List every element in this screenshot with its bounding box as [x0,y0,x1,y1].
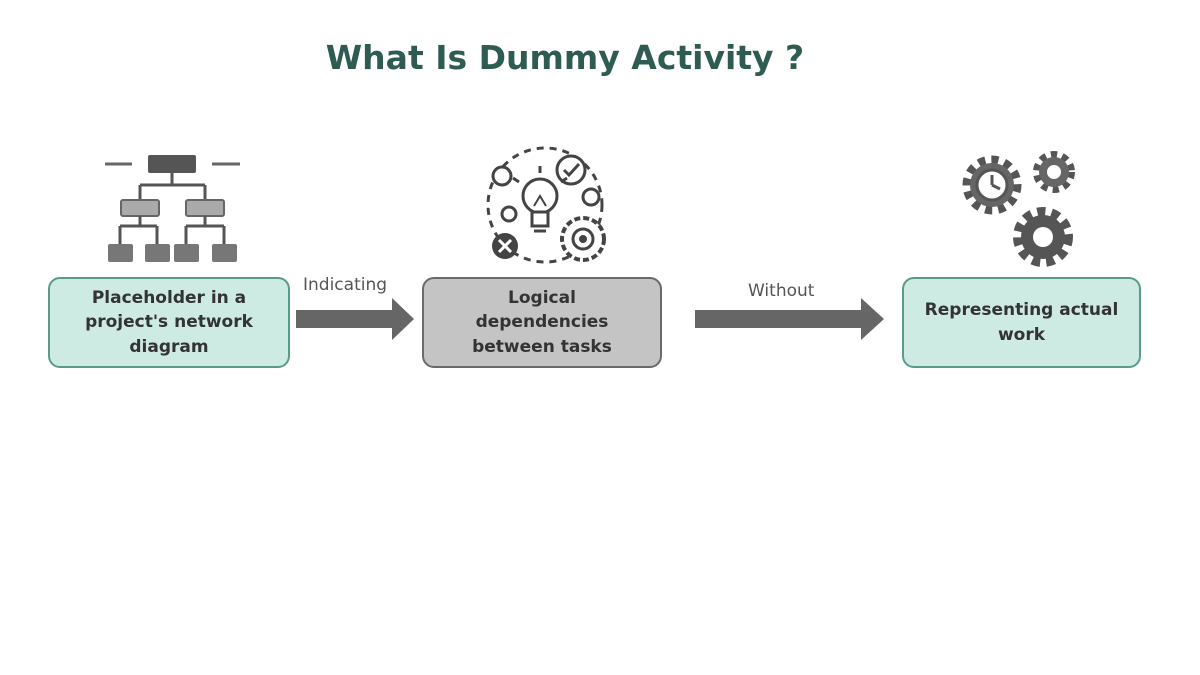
node-logical: Logical dependencies between tasks [422,277,662,368]
hierarchy-icon [105,155,240,262]
edge-arrow-2 [695,298,884,340]
edge-label-without: Without [748,281,815,301]
edge-arrow-1 [296,298,414,340]
node-placeholder-label: Placeholder in a project's network diagr… [85,287,253,357]
edge-label-indicating: Indicating [303,275,388,295]
diagram-title: What Is Dummy Activity ? [325,38,805,77]
node-representing-label: Representing actual work [924,299,1119,345]
idea-gears-icon [486,146,606,264]
node-representing: Representing actual work [902,277,1141,368]
node-placeholder: Placeholder in a project's network diagr… [48,277,290,368]
gears-clock-icon [962,151,1075,267]
node-logical-label: Logical dependencies between tasks [472,287,612,357]
